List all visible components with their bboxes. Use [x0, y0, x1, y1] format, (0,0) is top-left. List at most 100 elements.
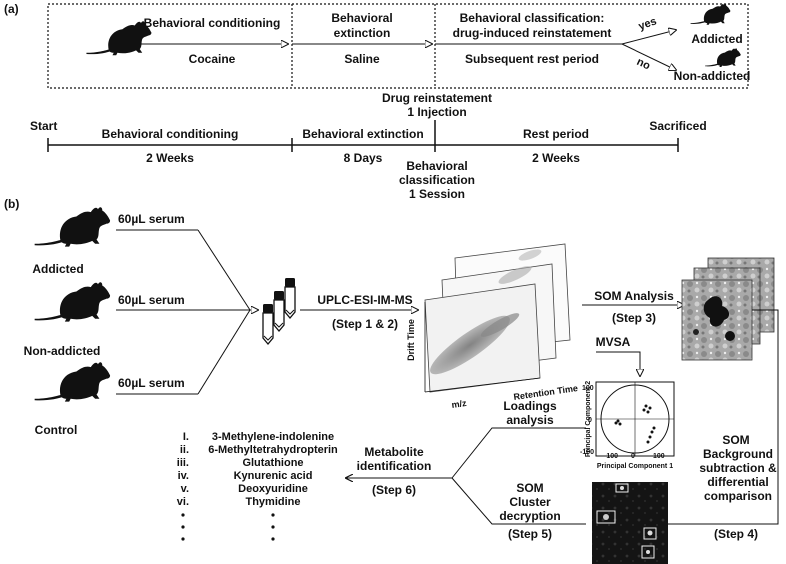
- som-bg-4: differential: [707, 475, 768, 489]
- metabolite-1: Metabolite: [364, 445, 424, 459]
- classification-2: classification: [399, 173, 475, 187]
- som-bg-1: SOM: [722, 433, 749, 447]
- mvsa-arrow: [596, 351, 640, 376]
- ellipsis-dot: [181, 513, 185, 517]
- serum-label-1: 60µL serum: [118, 212, 185, 226]
- metabolite-list: I. 3-Methylene-indolenine ii. 6-Methylte…: [177, 431, 338, 541]
- ims-data-cube: [424, 243, 571, 393]
- step4-label: (Step 4): [714, 527, 758, 541]
- step3-title-1: Behavioral classification:: [460, 11, 605, 25]
- classification-3: 1 Session: [409, 187, 465, 201]
- start-label: Start: [30, 119, 57, 133]
- group-addicted: Addicted: [32, 262, 83, 276]
- pca-ylabel: Principal Component 2: [585, 381, 592, 457]
- uplc-label: UPLC-ESI-IM-MS: [317, 293, 412, 307]
- pca-tick-y-1: 100: [582, 385, 594, 392]
- metabolite-name: Kynurenic acid: [234, 470, 313, 482]
- seg2-duration: 8 Days: [344, 151, 383, 165]
- reinstatement-1: Drug reinstatement: [382, 91, 492, 105]
- step3-label: (Step 3): [612, 311, 656, 325]
- serum-label-2: 60µL serum: [118, 293, 185, 307]
- rat-non-addicted-b-icon: [34, 282, 111, 322]
- pca-tick-x-1: -100: [604, 453, 618, 460]
- pca-plot: [595, 381, 675, 457]
- mvsa-label: MVSA: [596, 335, 631, 349]
- step3-title-2: drug-induced reinstatement: [453, 26, 612, 40]
- pca-tick-y-3: -100: [580, 449, 594, 456]
- som-bg-3: subtraction &: [699, 461, 777, 475]
- metabolite-num: v.: [181, 483, 189, 495]
- panel-a-label: (a): [4, 2, 19, 16]
- som-analysis-label: SOM Analysis: [594, 289, 674, 303]
- ellipsis-dot: [271, 525, 275, 529]
- metabolite-name: 6-Methyltetrahydropterin: [208, 444, 338, 456]
- ellipsis-dot: [271, 513, 275, 517]
- ellipsis-dot: [181, 525, 185, 529]
- step6-label: (Step 6): [372, 483, 416, 497]
- addicted-label: Addicted: [691, 32, 742, 46]
- ellipsis-dot: [271, 537, 275, 541]
- rat-control-icon: [34, 362, 111, 402]
- classification-1: Behavioral: [406, 159, 467, 173]
- som-cluster-2: Cluster: [509, 495, 551, 509]
- som-cluster-line: [451, 477, 586, 525]
- reinstatement-2: 1 Injection: [407, 105, 466, 119]
- vial-icon-1: [262, 303, 274, 345]
- rat-non-addicted-icon: [705, 48, 741, 67]
- merge-line-top: [197, 229, 251, 311]
- step2-title-2: extinction: [334, 26, 391, 40]
- metabolite-num: ii.: [180, 444, 189, 456]
- step12-label: (Step 1 & 2): [332, 317, 398, 331]
- som-cluster-3: decryption: [499, 509, 560, 523]
- step2-sub: Saline: [344, 52, 380, 66]
- rat-icon: [86, 21, 152, 56]
- axis-drift-time: Drift Time: [406, 319, 416, 361]
- vial-icon-2: [273, 290, 285, 332]
- serum-label-3: 60µL serum: [118, 376, 185, 390]
- step1-sub: Cocaine: [189, 52, 236, 66]
- pca-tick-y-2: 0: [588, 417, 592, 424]
- axis-mz: m/z: [451, 398, 468, 410]
- no-label: no: [635, 56, 653, 73]
- pca-tick-x-3: 100: [653, 453, 665, 460]
- metabolite-num: iii.: [177, 457, 189, 469]
- metabolite-2: identification: [357, 459, 432, 473]
- som-bg-2: Background: [703, 447, 773, 461]
- som-maps: [681, 257, 775, 361]
- rat-addicted-b-icon: [34, 207, 111, 247]
- seg1-title: Behavioral conditioning: [102, 127, 239, 141]
- arrow-yes: [621, 30, 676, 45]
- metabolite-name: 3-Methylene-indolenine: [212, 431, 334, 443]
- pca-xlabel: Principal Component 1: [597, 463, 673, 470]
- som-bg-5: comparison: [704, 489, 772, 503]
- loadings-line: [451, 427, 586, 479]
- group-control: Control: [35, 423, 78, 437]
- seg1-duration: 2 Weeks: [146, 151, 194, 165]
- step1-title: Behavioral conditioning: [144, 16, 281, 30]
- yes-label: yes: [637, 15, 658, 33]
- non-addicted-label: Non-addicted: [674, 69, 751, 83]
- metabolite-name: Glutathione: [242, 457, 303, 469]
- step2-title-1: Behavioral: [331, 11, 392, 25]
- seg2-title: Behavioral extinction: [302, 127, 423, 141]
- sacrificed-label: Sacrificed: [649, 119, 706, 133]
- step5-label: (Step 5): [508, 527, 552, 541]
- metabolite-num: vi.: [177, 496, 189, 508]
- vial-icon-3: [284, 277, 296, 319]
- ellipsis-dot: [181, 537, 185, 541]
- merge-line-bottom: [197, 309, 251, 395]
- panel-b-label: (b): [4, 197, 19, 211]
- metabolite-num: iv.: [178, 470, 189, 482]
- loadings-1: Loadings: [503, 399, 557, 413]
- pca-tick-x-2: 0: [631, 453, 635, 460]
- metabolite-name: Thymidine: [245, 496, 300, 508]
- rat-addicted-icon: [690, 3, 731, 25]
- group-non-addicted: Non-addicted: [24, 344, 101, 358]
- seg3-duration: 2 Weeks: [532, 151, 580, 165]
- loadings-2: analysis: [506, 413, 554, 427]
- procedure-box: [47, 3, 749, 89]
- metabolite-num: I.: [183, 431, 189, 443]
- step3-sub: Subsequent rest period: [465, 52, 599, 66]
- arrow-no: [621, 43, 676, 70]
